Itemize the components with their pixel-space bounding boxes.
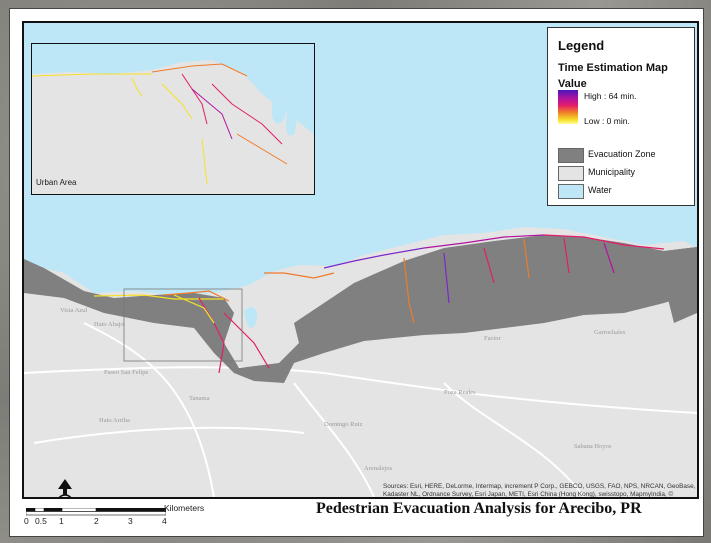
scale-tick: 1 [59,516,64,526]
place-label: Sabana Hoyos [574,443,612,450]
inset-canvas [32,60,314,194]
scale-bar [26,508,166,516]
place-label: Hato Abajo [94,321,124,328]
scale-tick: 0.5 [35,516,47,526]
place-label: Arenalejos [364,465,393,472]
legend-label-evacuation: Evacuation Zone [588,149,656,159]
place-label: Tanama [189,395,210,402]
legend-label-municipality: Municipality [588,167,636,177]
legend-swatch-water [558,184,584,199]
scale-tick: 0 [24,516,29,526]
place-label: Domingo Ruiz [324,421,363,428]
urban-extent-box [123,288,243,362]
legend-swatch-evacuation [558,148,584,163]
legend-swatch-municipality [558,166,584,181]
scale-tick: 2 [94,516,99,526]
time-network [93,234,665,374]
inset-map[interactable]: Urban Area [31,43,315,195]
legend-value-heading: Value [558,78,587,90]
main-map[interactable]: Vista Azul Hato Abajo Factor Garrochales… [22,21,699,499]
place-label: Hato Arriba [99,417,130,424]
legend: Legend Time Estimation Map Value High : … [547,27,695,206]
place-label: Vista Azul [60,307,88,314]
place-label: Paseo San Felipe [104,369,149,376]
inset-network [32,63,288,185]
page-title: Pedestrian Evacuation Analysis for Areci… [316,500,642,517]
place-label: Poza Reales [444,389,476,396]
place-label: Factor [484,335,501,342]
legend-layer-name: Time Estimation Map [558,62,668,74]
sources-credit: Sources: Esri, HERE, DeLorme, Intermap, … [383,483,697,498]
north-label: N [61,498,69,499]
scale-tick: 3 [128,516,133,526]
inset-label: Urban Area [36,178,77,187]
roads [24,322,697,497]
scale-tick: 4 [162,516,167,526]
scale-unit: Kilometers [164,503,205,513]
map-canvas [24,227,697,497]
legend-color-ramp [558,90,578,124]
legend-title: Legend [558,38,605,53]
north-arrow-icon: N [54,479,76,499]
legend-label-water: Water [588,185,612,195]
legend-low: Low : 0 min. [584,116,630,126]
legend-high: High : 64 min. [584,91,637,101]
lagoon [244,307,258,329]
place-label: Garrochales [594,329,626,336]
